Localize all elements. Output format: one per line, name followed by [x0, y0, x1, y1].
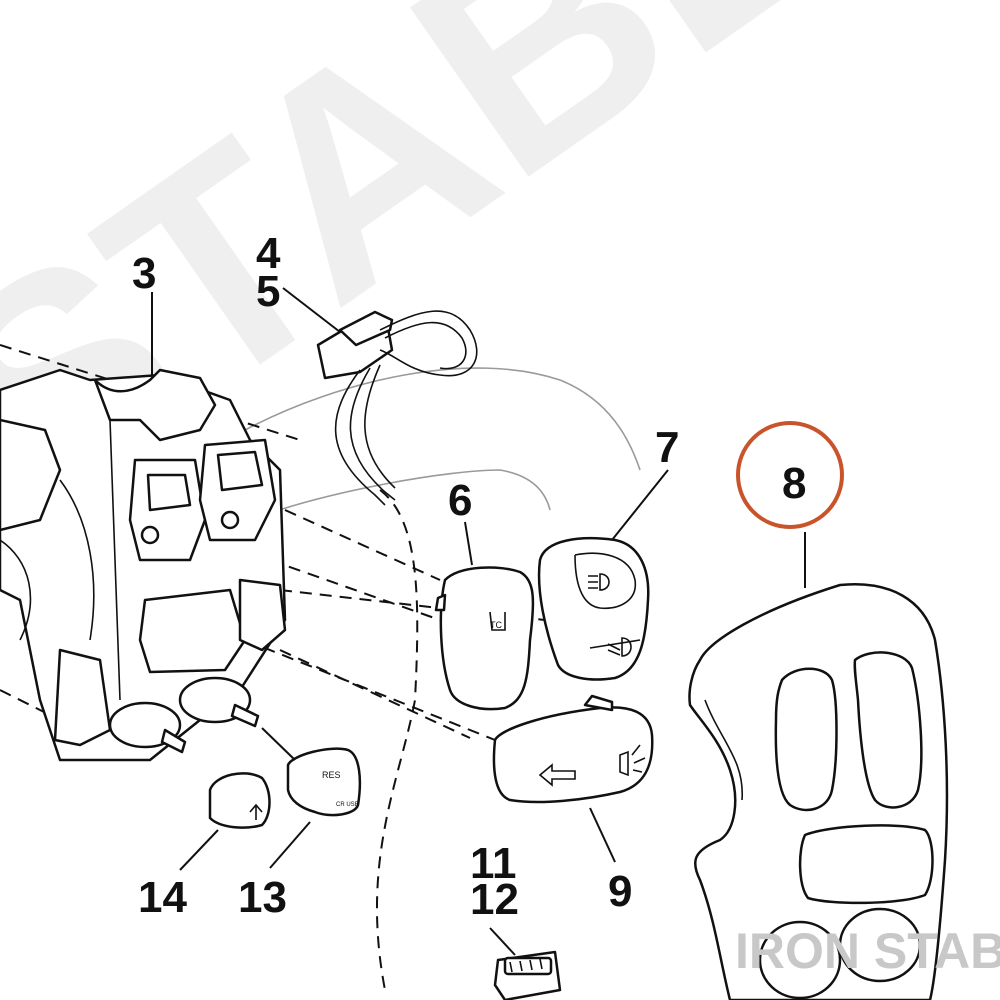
wiring-harness-connector [316, 310, 478, 506]
tc-icon: TC [489, 611, 506, 631]
switch-housing-assembly [0, 368, 287, 762]
highlight-circle [736, 421, 844, 529]
callout-8: 8 [782, 459, 806, 508]
horn-icon [619, 744, 646, 777]
leader-lines [151, 287, 806, 956]
svg-text:TC: TC [490, 620, 502, 630]
callout-3: 3 [132, 249, 156, 298]
traction-control-switch-cap: TC [434, 566, 535, 711]
headlamp-high-beam-icon [588, 573, 610, 591]
callout-5: 5 [256, 267, 280, 316]
small-electrical-connector [493, 950, 562, 1000]
callout-9: 9 [608, 867, 632, 916]
reference-arc-lower [249, 469, 551, 521]
res-label: RES [322, 770, 341, 780]
turn-signal-left-icon [538, 763, 576, 787]
callout-14: 14 [138, 873, 187, 922]
callout-6: 6 [448, 476, 472, 525]
arrow-up-icon [249, 803, 263, 820]
switch-housing-cover [688, 583, 949, 1000]
callout-11: 11 [470, 839, 517, 888]
headlamp-low-beam-icon [589, 637, 641, 657]
callout-12: 12 [470, 875, 519, 924]
turn-signal-switch-cap [492, 694, 654, 804]
cruise-resume-button: RES CR USE [286, 747, 362, 817]
cruise-label: CR USE [336, 802, 359, 808]
alignment-lines [0, 344, 546, 991]
reference-arc-upper [244, 367, 641, 471]
callout-7: 7 [655, 423, 679, 472]
push-button-cap [208, 772, 271, 829]
corner-watermark: IRON STABLE [735, 923, 1000, 979]
headlamp-rocker-switch-cap [537, 536, 650, 681]
callout-4: 4 [256, 229, 281, 278]
callout-13: 13 [238, 873, 287, 922]
